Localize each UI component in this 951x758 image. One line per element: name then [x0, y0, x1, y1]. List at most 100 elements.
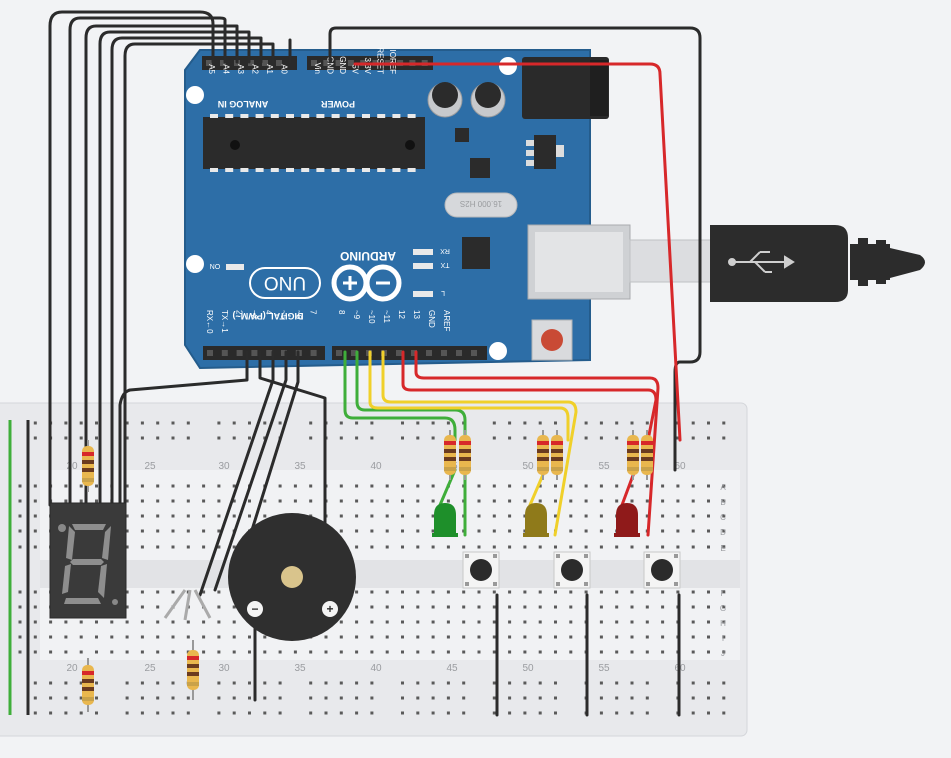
column-number: 20	[66, 663, 78, 674]
mount-hole	[489, 342, 507, 360]
pin-label: IOREF	[388, 50, 397, 75]
column-number: 45	[446, 663, 458, 674]
push-button	[643, 551, 681, 589]
resistor	[641, 430, 653, 480]
pin-label: 7	[309, 310, 318, 315]
row-letter: B	[720, 498, 725, 507]
push-button	[462, 551, 500, 589]
push-buttons	[462, 551, 681, 589]
column-number: 40	[370, 663, 382, 674]
resistor	[82, 658, 94, 712]
pin-label: ~5	[279, 310, 288, 320]
row-letter: A	[720, 483, 726, 492]
column-number: 55	[598, 461, 610, 472]
l-label: L	[441, 289, 445, 296]
row-letter: E	[720, 544, 725, 553]
atmega-chip	[203, 117, 425, 169]
mount-hole	[186, 86, 204, 104]
row-letter: H	[720, 619, 726, 628]
power-label: POWER	[321, 99, 356, 109]
buzzer-minus-label: −	[251, 602, 258, 616]
pin-label: ~10	[367, 310, 376, 324]
pin-label: Vin	[313, 63, 322, 74]
uno-label: UNO	[264, 272, 306, 293]
l-led	[413, 291, 433, 297]
piezo-buzzer: − +	[228, 513, 356, 641]
led	[523, 503, 549, 537]
voltage-regulator	[534, 135, 556, 169]
pin-label: A1	[265, 64, 274, 74]
digital-header-low	[203, 346, 325, 360]
pin-label: 3.3V	[363, 58, 372, 75]
pin-label: ~9	[352, 310, 361, 320]
rx-label: RX	[440, 247, 450, 254]
row-letter: C	[720, 513, 726, 522]
resistor	[459, 430, 471, 480]
pin-label: RX←0	[205, 310, 214, 334]
column-number: 30	[218, 663, 230, 674]
power-jack	[522, 57, 609, 119]
resistor	[82, 440, 94, 492]
pin-label: A0	[280, 64, 289, 74]
resistor	[537, 430, 549, 480]
pin-label: 2	[235, 310, 244, 315]
led	[432, 503, 458, 537]
pin-label: ~3	[249, 310, 258, 320]
digital-pwm-label: DIGITAL (PWM~)	[233, 311, 304, 321]
breadboard: 202025253030353540404545505055556060 ABC…	[0, 402, 748, 737]
column-number: 60	[674, 461, 686, 472]
pin-label: 5V	[351, 64, 360, 74]
pin-label: A2	[251, 64, 260, 74]
regulator-chip	[455, 128, 469, 142]
pin-label: TX→1	[220, 310, 229, 333]
leds	[432, 503, 640, 537]
on-led	[226, 264, 244, 270]
mount-hole	[499, 57, 517, 75]
column-number: 35	[294, 461, 306, 472]
column-number: 30	[218, 461, 230, 472]
tx-label: TX	[440, 261, 449, 268]
pin-label: GND	[326, 56, 335, 74]
on-label: ON	[210, 262, 221, 269]
buzzer-plus-label: +	[326, 602, 333, 616]
resistors	[82, 430, 653, 712]
resistor	[444, 430, 456, 480]
smd-chip	[470, 158, 490, 178]
arduino-logo	[331, 264, 402, 302]
pin-label: 8	[337, 310, 346, 315]
pin-label: ~11	[382, 310, 391, 324]
pin-label: A4	[222, 64, 231, 74]
pin-label: RESET	[376, 47, 385, 74]
seven-segment-display	[49, 502, 127, 619]
pin-label: ~6	[294, 310, 303, 320]
wires	[48, 10, 702, 717]
rx-led	[413, 249, 433, 255]
column-number: 40	[370, 461, 382, 472]
uno-badge	[249, 267, 321, 299]
push-button	[553, 551, 591, 589]
led	[614, 503, 640, 537]
analog-in-label: ANALOG IN	[218, 99, 269, 109]
row-letter: I	[722, 634, 724, 643]
row-letter: J	[721, 649, 725, 658]
column-number: 55	[598, 663, 610, 674]
resistor	[627, 430, 639, 480]
pin-label: A5	[207, 64, 216, 74]
usb-cable	[629, 225, 925, 302]
pin-label: GND	[338, 56, 347, 74]
pin-label: 4	[264, 310, 273, 315]
resistor	[551, 430, 563, 480]
crystal-label: 16.000 H2S	[460, 199, 502, 208]
row-letter: F	[721, 589, 726, 598]
column-number: 50	[522, 461, 534, 472]
pin-label: 12	[397, 310, 406, 319]
column-number: 50	[522, 663, 534, 674]
row-letter: G	[720, 604, 726, 613]
pin-label: GND	[427, 310, 436, 328]
pin-label: A3	[236, 64, 245, 74]
usb-chip	[462, 237, 490, 269]
arduino-brand-label: ARDUINO	[340, 249, 396, 263]
